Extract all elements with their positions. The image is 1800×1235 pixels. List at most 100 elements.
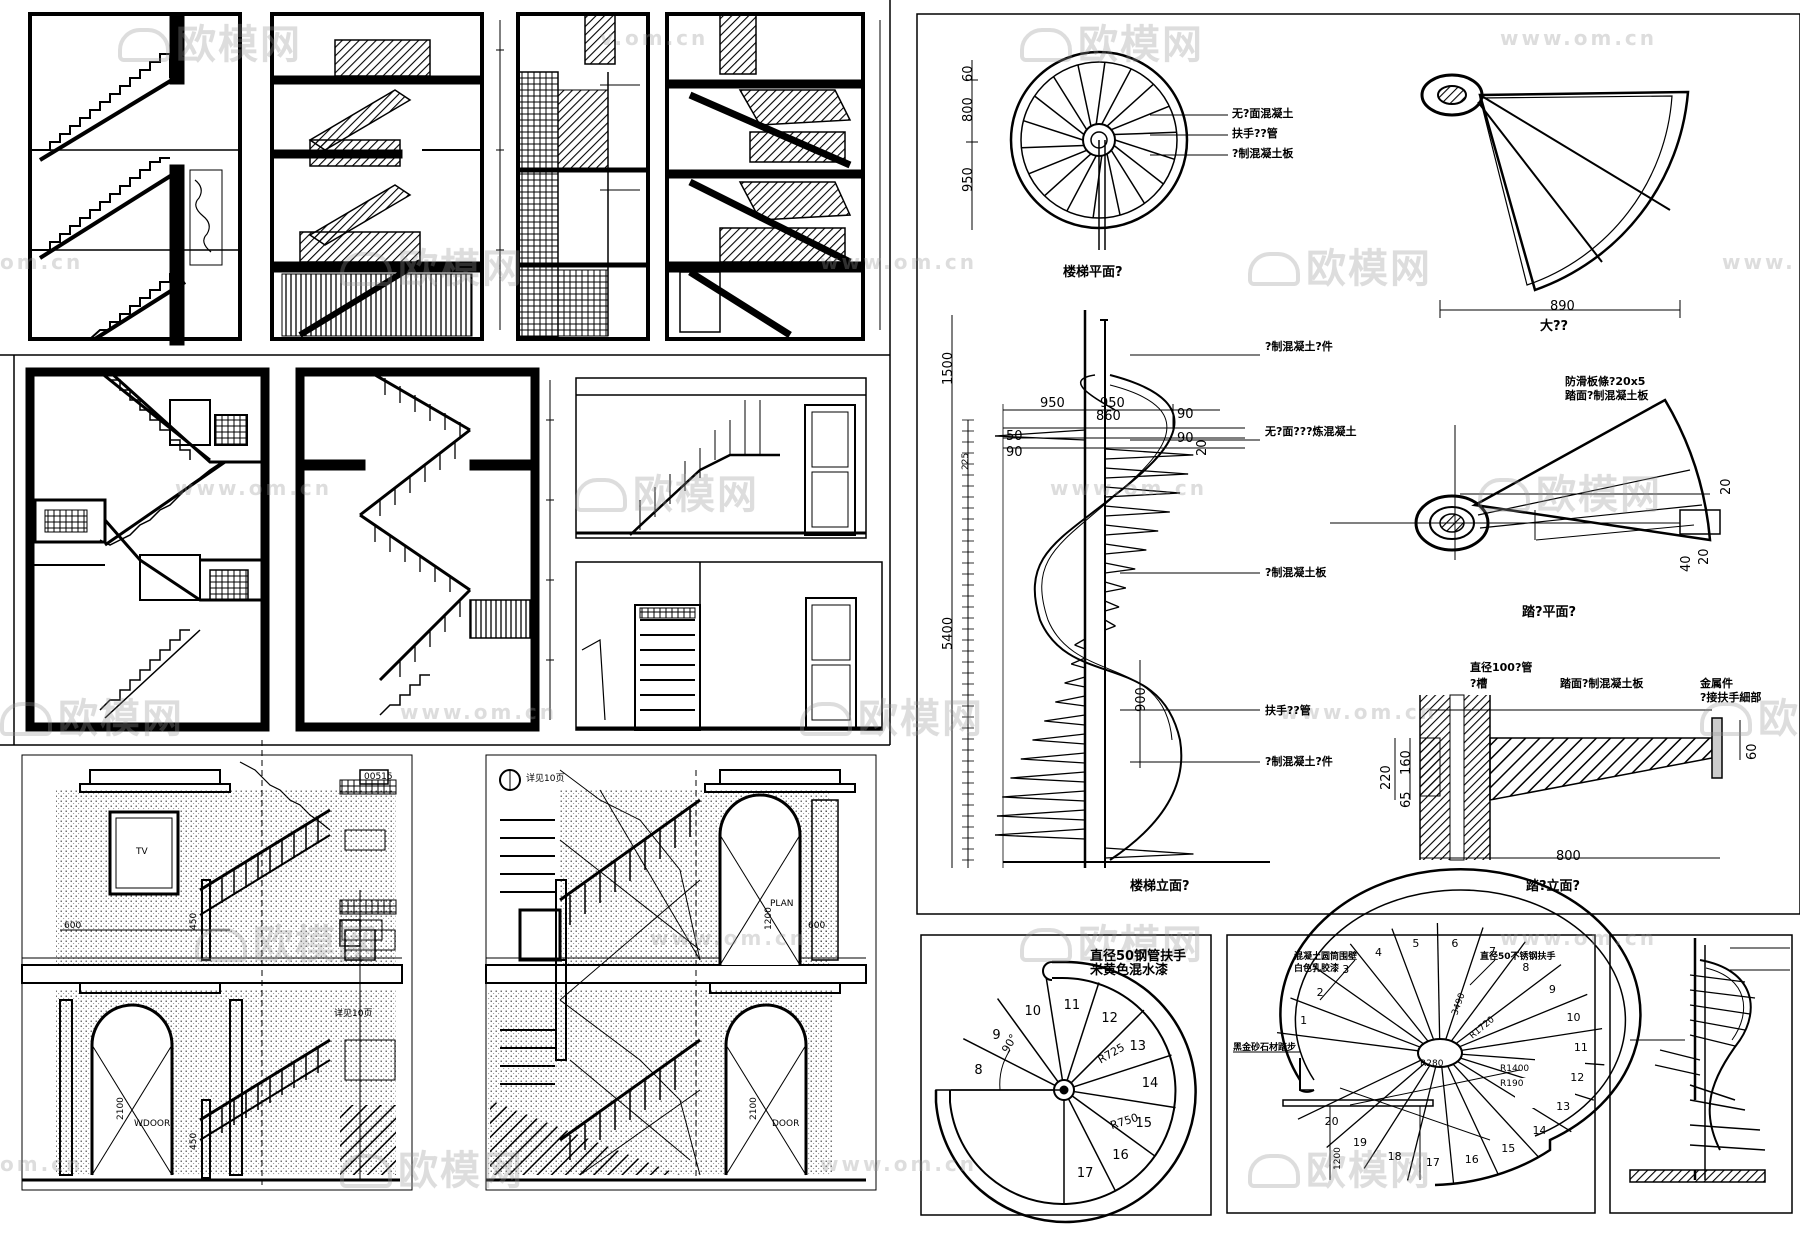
elev-tread bbox=[1002, 790, 1086, 798]
elev-tread bbox=[1104, 853, 1194, 859]
spiral-a-spoke bbox=[996, 998, 1059, 1083]
spiral-plan-label-2: 扶手??管 bbox=[1232, 127, 1278, 140]
spiral-elev-label-5: ?制混凝土?件 bbox=[1265, 755, 1333, 768]
spiral-b-spoke bbox=[1457, 1060, 1572, 1133]
spiral-elevation-small bbox=[1609, 934, 1793, 1214]
elev-tread bbox=[1104, 619, 1116, 627]
spiral-b-spoke bbox=[1459, 993, 1588, 1048]
spiral-b-label-4: 黑金砂石材踏步 bbox=[1233, 1043, 1297, 1053]
spiral-a-step-number: 8 bbox=[974, 1063, 983, 1079]
tread-spoke bbox=[1077, 64, 1092, 127]
spiral-b-step-number: 20 bbox=[1324, 1114, 1339, 1128]
spiral-b-step-number: 10 bbox=[1566, 1010, 1581, 1024]
tread-spoke bbox=[1106, 83, 1155, 127]
elev-tread bbox=[1104, 467, 1189, 475]
spiral-b-spoke bbox=[1447, 1065, 1499, 1175]
elev-tag-1: 00515 bbox=[364, 772, 393, 782]
tread-detail-dim: 890 bbox=[1550, 299, 1575, 314]
tread-spoke bbox=[1034, 95, 1085, 136]
elev-tread bbox=[1020, 752, 1086, 760]
spiral-b-spoke bbox=[1315, 967, 1424, 1045]
spiral-a-step-number: 17 bbox=[1076, 1165, 1094, 1181]
spiral-elev-dim-90b: 90 bbox=[1177, 431, 1194, 446]
tread-elev-label-5: ?接扶手細部 bbox=[1700, 691, 1762, 704]
spiral-a-label-2: 米黄色混水漆 bbox=[1090, 963, 1169, 978]
elev-tread bbox=[994, 834, 1086, 840]
tread-plan-view bbox=[1330, 398, 1721, 560]
elev-dim-3: 1200 bbox=[764, 907, 774, 930]
spiral-b-step-number: 5 bbox=[1412, 937, 1420, 951]
elevation-left bbox=[21, 740, 403, 1185]
spiral-elevation-title: 楼梯立面? bbox=[1130, 879, 1190, 894]
tread-spoke bbox=[1110, 105, 1170, 131]
spiral-elev-label-1: ?制混凝土?件 bbox=[1265, 340, 1333, 353]
elev-dim-7: 450 bbox=[189, 1132, 199, 1150]
elev-tread bbox=[1104, 587, 1126, 593]
tread-spoke bbox=[1114, 139, 1175, 161]
elev-tread bbox=[1104, 454, 1194, 460]
spiral-b-spoke bbox=[1349, 943, 1429, 1042]
elev-tread bbox=[996, 809, 1086, 817]
spiral-b-step-number: 17 bbox=[1425, 1155, 1440, 1169]
stair-section-g bbox=[575, 377, 867, 539]
stair-sections-row-2 bbox=[25, 367, 883, 732]
spiral-b-step-number: 9 bbox=[1548, 983, 1556, 997]
elev-tag-2: 详见10页 bbox=[334, 1009, 373, 1019]
spiral-b-step-number: 4 bbox=[1374, 946, 1382, 960]
elev-text-4: PLAN bbox=[770, 899, 794, 909]
tread-plan-label-2: 踏面?制混凝土板 bbox=[1565, 389, 1649, 402]
spiral-b-step-number: 3 bbox=[1342, 962, 1350, 976]
spiral-b-spoke bbox=[1461, 1027, 1603, 1052]
elev-tread bbox=[1104, 600, 1120, 608]
spiral-plan-title: 楼梯平面? bbox=[1063, 265, 1123, 280]
spiral-elev-dim-90c: 90 bbox=[1006, 445, 1023, 460]
tread-spoke bbox=[1114, 131, 1177, 136]
spiral-elev-dim-total: 5400 bbox=[941, 616, 956, 650]
spiral-elev-label-4: 扶手??管 bbox=[1265, 704, 1311, 717]
tread-elev-title: 踏?立面? bbox=[1526, 879, 1581, 894]
tread-plan-dim-2: 20 bbox=[1697, 548, 1712, 565]
spiral-b-spoke bbox=[1297, 1059, 1422, 1120]
elev-tread bbox=[1104, 562, 1136, 570]
spiral-b-step-number: 15 bbox=[1501, 1142, 1516, 1156]
spiral-a-spoke bbox=[962, 1038, 1056, 1087]
elev-tread bbox=[1020, 758, 1086, 764]
spiral-b-step-number: 7 bbox=[1488, 944, 1496, 958]
tread-spoke bbox=[1066, 155, 1097, 212]
spiral-b-step-number: 8 bbox=[1522, 960, 1530, 974]
spiral-a-step-number: 10 bbox=[1024, 1004, 1042, 1020]
stair-section-b bbox=[270, 12, 504, 341]
tread-spoke bbox=[1092, 155, 1103, 218]
elev-tread bbox=[1104, 492, 1181, 498]
elev-text-2: DOOR bbox=[772, 1119, 800, 1129]
stair-sections-row-1 bbox=[28, 12, 881, 346]
spiral-b-step-number: 2 bbox=[1316, 986, 1324, 1000]
tread-elev-label-3: 踏面?制混凝土板 bbox=[1560, 677, 1644, 690]
elev-tread bbox=[1044, 714, 1086, 722]
tread-spoke bbox=[1028, 149, 1088, 175]
spiral-elev-dim-50: 50 bbox=[1006, 429, 1023, 444]
elev-tread bbox=[1104, 847, 1194, 855]
spiral-elev-dim-rail: 900 bbox=[1134, 687, 1149, 712]
tread-detail-large bbox=[1420, 73, 1690, 318]
elev-tread bbox=[1104, 448, 1194, 456]
elev-tread bbox=[1104, 625, 1116, 631]
spiral-a-step-number: 14 bbox=[1141, 1076, 1159, 1092]
spiral-b-step-number: 13 bbox=[1556, 1099, 1571, 1113]
elev-dim-2: 600 bbox=[808, 921, 826, 931]
spiral-b-spoke bbox=[1276, 1032, 1419, 1052]
elev-tread bbox=[1104, 581, 1127, 589]
elevation-right bbox=[485, 769, 867, 1182]
elev-text-3: TV bbox=[136, 847, 148, 857]
spiral-b-dim-1200: 1200 bbox=[1333, 1147, 1343, 1170]
elev-tread bbox=[1055, 701, 1086, 707]
spiral-plan-label-3: ?制混凝土板 bbox=[1232, 147, 1294, 160]
spiral-b-spoke bbox=[1290, 997, 1421, 1048]
spiral-b-step-number: 1 bbox=[1300, 1013, 1308, 1027]
elev-dim-6: 450 bbox=[189, 912, 199, 930]
elev-tread bbox=[1044, 720, 1086, 726]
tread-spoke bbox=[1113, 144, 1164, 185]
spiral-b-dim-r1400: R1400 bbox=[1500, 1064, 1530, 1074]
tread-plan-dim-3: 40 bbox=[1679, 555, 1694, 572]
